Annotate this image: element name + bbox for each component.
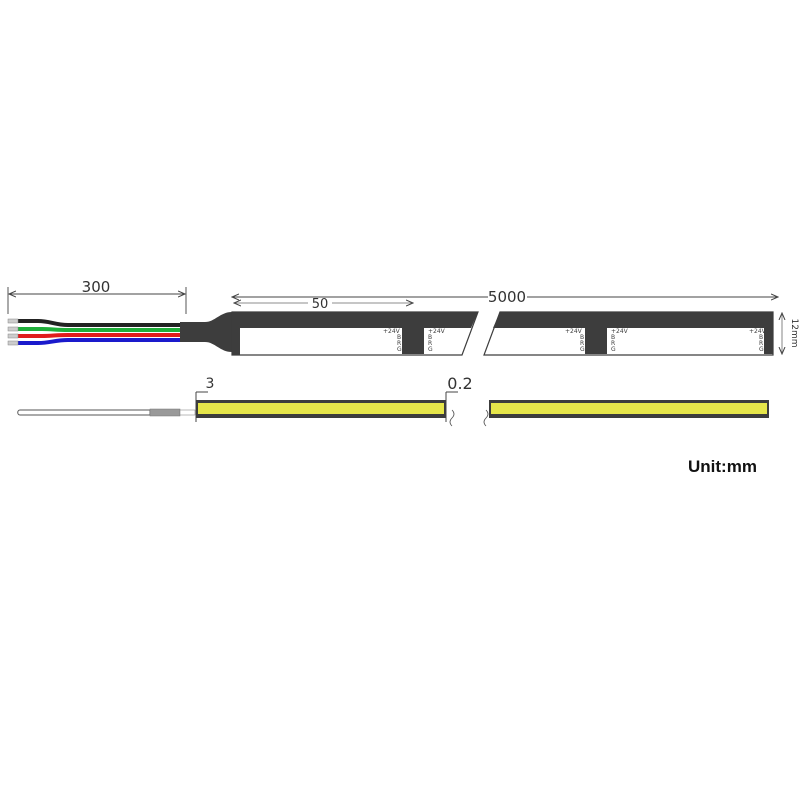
pad-label-r: R [580, 340, 584, 347]
pad-label-r: R [428, 340, 432, 347]
wire-red [10, 333, 182, 338]
wire-green [10, 327, 182, 332]
pad-label-g: G [611, 346, 616, 353]
wire-blue [10, 338, 182, 345]
side-view: 3 0.2 [17, 374, 769, 427]
pad-label-voltage: +24V [749, 328, 767, 335]
solder-pad-group: +24V B R G +24V B R G [565, 328, 629, 354]
pad-label-r: R [244, 340, 248, 347]
phosphor-layer [198, 403, 444, 414]
side-gap-label: 0.2 [447, 374, 472, 393]
pad-label-g: G [759, 346, 764, 353]
wire-tip [7, 326, 19, 332]
pad-label-r: R [397, 340, 401, 347]
lead-wires [7, 318, 182, 346]
heat-shrink [149, 408, 181, 417]
pad-label-voltage: +24V [428, 328, 446, 335]
lead-length-label: 300 [82, 278, 111, 296]
wire-tip [7, 333, 19, 339]
strip-length-label: 5000 [488, 288, 526, 306]
pad-label-g: G [428, 346, 433, 353]
solder-pad-group: +24V B R G [749, 328, 773, 354]
cut-unit-dimension: 50 [234, 297, 413, 312]
end-cap-connector [180, 312, 232, 352]
strip-length-dimension: 5000 [232, 288, 778, 306]
break-mark [449, 409, 455, 427]
pad-label-voltage: +24V [244, 328, 262, 335]
pad-label-g: G [397, 346, 402, 353]
pad-label-b: B [611, 334, 615, 341]
pad-label-g: G [580, 346, 585, 353]
lead-length-dimension: 300 [7, 278, 187, 314]
pad-label-b: B [428, 334, 432, 341]
strip-width-label: 12mm [789, 319, 799, 348]
solder-pad-group: +24V B R G [244, 328, 262, 353]
pad-label-b: B [580, 334, 584, 341]
phosphor-layer [491, 403, 767, 414]
strip-segment-right [483, 311, 774, 356]
pad-label-voltage: +24V [611, 328, 629, 335]
solder-pad-group: +24V B R G +24V B R G [383, 328, 446, 354]
wire-tip [7, 318, 19, 324]
strip-width-dimension: 12mm [782, 313, 799, 354]
wire-black [10, 319, 182, 327]
pad-label-voltage: +24V [383, 328, 401, 335]
side-wire [17, 409, 151, 416]
pad-label-g: G [244, 346, 249, 353]
side-height-label: 3 [206, 376, 215, 392]
cut-unit-label: 50 [312, 297, 329, 312]
wire-tip [7, 340, 19, 346]
unit-label: Unit:mm [688, 457, 757, 476]
pad-label-b: B [759, 334, 763, 341]
pad-label-b: B [397, 334, 401, 341]
pad-label-r: R [611, 340, 615, 347]
pad-label-voltage: +24V [565, 328, 583, 335]
break-mark [483, 409, 489, 427]
pad-label-b: B [244, 334, 248, 341]
pad-label-r: R [759, 340, 763, 347]
